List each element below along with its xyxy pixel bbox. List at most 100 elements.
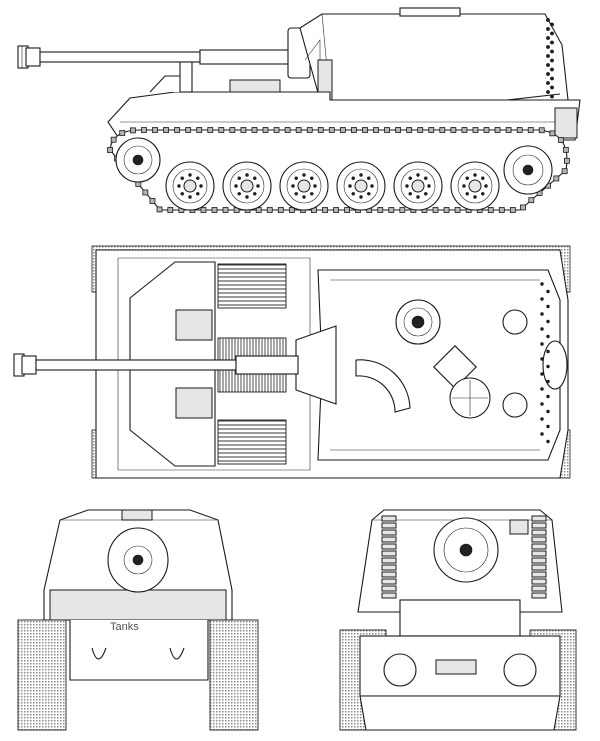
track-link xyxy=(167,207,174,213)
track-link xyxy=(284,127,291,133)
track-link xyxy=(266,207,273,213)
road-wheel xyxy=(336,161,386,211)
wheel-bolt xyxy=(416,173,420,177)
spare-link xyxy=(381,550,397,557)
rear-casemate xyxy=(357,509,563,637)
road-wheel-inner xyxy=(343,168,379,204)
track-link xyxy=(520,204,526,211)
wheel-bolt xyxy=(359,195,363,199)
track-link xyxy=(295,127,302,133)
bolt xyxy=(546,319,550,324)
track-link xyxy=(509,207,516,213)
watermark: Tanks xyxy=(110,621,139,633)
wheel-bolt xyxy=(348,184,352,188)
wheel-bolt xyxy=(256,184,260,188)
bolt xyxy=(540,297,544,301)
spare-link xyxy=(381,515,397,522)
track-link xyxy=(483,127,490,133)
track-link xyxy=(561,168,568,175)
spare-track-links xyxy=(381,515,547,599)
track-link xyxy=(498,207,505,213)
wheel-bolt xyxy=(367,176,371,180)
track-link xyxy=(428,127,435,133)
wheel-bolt xyxy=(234,184,238,188)
superstructure-bolts xyxy=(546,18,554,99)
track-link xyxy=(277,207,284,213)
bolt xyxy=(540,357,544,361)
front-view: Tanks xyxy=(17,509,259,731)
track-link xyxy=(142,189,149,196)
track-link xyxy=(218,127,225,133)
road-wheel-hub xyxy=(468,179,482,193)
wheel-bolt xyxy=(481,192,485,196)
wheel-bolt xyxy=(427,184,431,188)
track-link xyxy=(472,127,479,133)
track-link xyxy=(564,157,570,164)
commander-cupola xyxy=(395,299,441,345)
track-link xyxy=(333,207,339,213)
track-link xyxy=(211,207,218,213)
road-wheel xyxy=(393,161,443,211)
bolt xyxy=(546,90,550,94)
bolt xyxy=(546,18,550,22)
wheel-bolt xyxy=(294,192,298,196)
wheel-bolt xyxy=(416,195,420,199)
wheel-bolt xyxy=(302,195,306,199)
road-wheel xyxy=(279,161,329,211)
wheel-bolt xyxy=(462,184,466,188)
rear-view xyxy=(339,509,577,731)
bolt xyxy=(546,72,550,76)
bolt xyxy=(546,379,550,384)
wheel-bolt xyxy=(188,173,192,177)
track-link xyxy=(207,127,214,133)
spare-link xyxy=(531,529,547,536)
track-link xyxy=(377,207,384,213)
track-link xyxy=(527,127,534,133)
side-running-gear xyxy=(107,127,570,213)
road-wheel-hub xyxy=(240,179,254,193)
wheel-bolt xyxy=(245,195,249,199)
wheel-bolt xyxy=(237,176,241,180)
track-link xyxy=(200,207,207,213)
road-wheel-hub xyxy=(297,179,311,193)
side-gun xyxy=(17,27,311,79)
wheel-bolt xyxy=(370,184,374,188)
track-link xyxy=(322,207,328,213)
bolt xyxy=(546,439,550,444)
bolt xyxy=(540,312,544,316)
track-link xyxy=(152,127,158,133)
track-link xyxy=(373,127,379,133)
track-link xyxy=(344,207,351,213)
wheel-bolt xyxy=(408,176,412,180)
wheel-bolt xyxy=(484,184,488,188)
bolt xyxy=(546,304,550,309)
spare-link xyxy=(531,550,547,557)
track-link xyxy=(461,127,468,133)
road-wheel xyxy=(222,161,272,211)
bolt xyxy=(546,409,550,414)
track-link xyxy=(388,207,395,213)
track-link xyxy=(432,207,439,213)
track-link xyxy=(119,130,126,136)
front-hull xyxy=(43,509,233,681)
road-wheel-inner xyxy=(286,168,322,204)
bolt xyxy=(550,49,554,54)
bolt xyxy=(546,27,550,31)
track-link xyxy=(328,127,335,133)
spare-link xyxy=(531,522,547,529)
spare-link xyxy=(381,592,397,599)
spare-link xyxy=(531,592,547,599)
track-link xyxy=(229,127,236,133)
track-link xyxy=(141,127,147,133)
tow-hooks xyxy=(91,647,185,660)
spare-link xyxy=(381,564,397,571)
spare-link xyxy=(381,543,397,550)
side-view xyxy=(17,7,581,213)
bolt xyxy=(546,334,550,339)
wheel-bolt xyxy=(180,176,184,180)
track-link xyxy=(450,127,457,133)
bolt xyxy=(540,387,544,391)
bolt xyxy=(546,394,550,399)
bolt xyxy=(550,58,554,63)
